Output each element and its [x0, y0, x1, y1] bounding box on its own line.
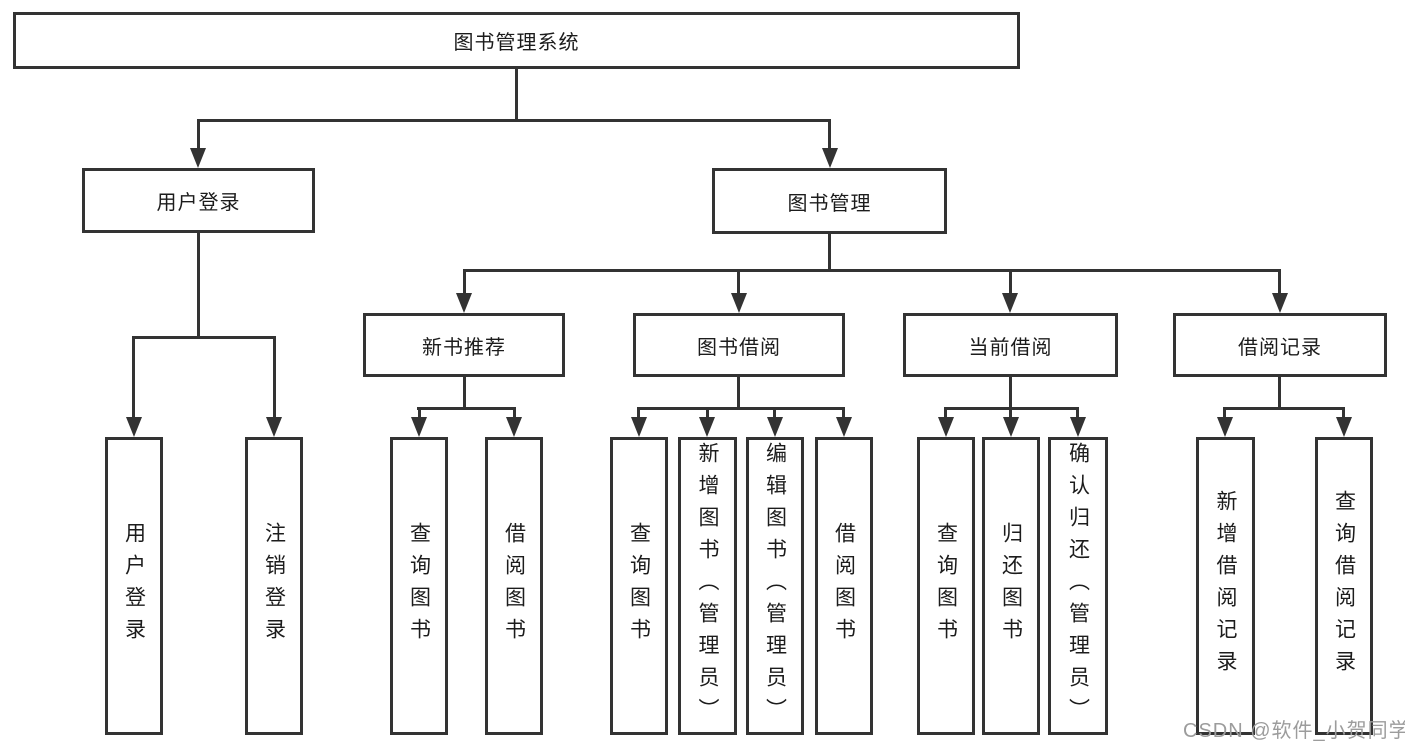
node-new-book-recommend-label: 新书推荐 [422, 336, 506, 359]
connector-leaf-drop [706, 407, 709, 419]
leaf-user-login: 用户登录 [105, 437, 163, 735]
connector-new-book-recommend-stem [463, 377, 466, 409]
connector-drop-new-book-recommend [463, 269, 466, 295]
arrowhead-icon [1272, 293, 1288, 313]
connector-leaf-drop [1342, 407, 1345, 419]
node-user-login-label: 用户登录 [156, 192, 241, 214]
leaf-recommend-query-book-label: 查询图书 [407, 522, 431, 650]
leaf-current-query-book: 查询图书 [917, 437, 975, 735]
arrowhead-icon [506, 417, 522, 437]
leaf-records-query-record: 查询借阅记录 [1315, 437, 1373, 735]
connector-leaf-drop [513, 407, 516, 419]
leaf-borrow-edit-book-label: 编辑图书（管理员） [763, 442, 787, 730]
leaf-logout-label: 注销登录 [262, 522, 286, 650]
connector-user-login-stem [197, 233, 200, 338]
connector-book-management-stem [828, 234, 831, 271]
leaf-records-query-record-label: 查询借阅记录 [1332, 490, 1356, 682]
connector-level3-rail [463, 269, 1281, 272]
leaf-current-query-book-label: 查询图书 [934, 522, 958, 650]
connector-borrowing-records-stem [1278, 377, 1281, 409]
connector-drop-user-login [197, 119, 200, 151]
node-borrowing-records: 借阅记录 [1173, 313, 1387, 377]
arrowhead-icon [938, 417, 954, 437]
connector-level1-rail [197, 119, 831, 122]
leaf-current-return-book-label: 归还图书 [999, 522, 1023, 650]
arrowhead-icon [1003, 417, 1019, 437]
leaf-user-login-label: 用户登录 [122, 522, 146, 650]
connector-borrowing-rail [637, 407, 845, 410]
connector-records-rail [1223, 407, 1345, 410]
connector-leaf-drop [773, 407, 776, 419]
node-borrowing-records-label: 借阅记录 [1238, 336, 1322, 359]
leaf-borrow-add-book: 新增图书（管理员） [678, 437, 737, 735]
node-current-borrowing-label: 当前借阅 [968, 336, 1053, 359]
node-root-label: 图书管理系统 [453, 32, 580, 54]
leaf-current-confirm-return-label: 确认归还（管理员） [1066, 442, 1090, 730]
leaf-borrow-borrow-book: 借阅图书 [815, 437, 873, 735]
arrowhead-icon [767, 417, 783, 437]
arrowhead-icon [456, 293, 472, 313]
arrowhead-icon [1002, 293, 1018, 313]
connector-leaf-drop [944, 407, 947, 419]
arrowhead-icon [631, 417, 647, 437]
leaf-borrow-query-book-label: 查询图书 [627, 522, 651, 650]
node-new-book-recommend: 新书推荐 [363, 313, 565, 377]
leaf-recommend-borrow-book-label: 借阅图书 [502, 522, 526, 650]
connector-current-borrowing-stem [1009, 377, 1012, 409]
node-book-borrowing-label: 图书借阅 [697, 336, 781, 359]
leaf-borrow-add-book-label: 新增图书（管理员） [696, 442, 719, 730]
node-current-borrowing: 当前借阅 [903, 313, 1118, 377]
arrowhead-icon [126, 417, 142, 437]
leaf-borrow-query-book: 查询图书 [610, 437, 668, 735]
arrowhead-icon [1336, 417, 1352, 437]
leaf-current-confirm-return: 确认归还（管理员） [1048, 437, 1108, 735]
arrowhead-icon [822, 148, 838, 168]
connector-leaf-drop [637, 407, 640, 419]
arrowhead-icon [1070, 417, 1086, 437]
node-book-management-label: 图书管理 [787, 192, 872, 215]
arrowhead-icon [190, 148, 206, 168]
csdn-watermark: CSDN @软件_小贺同学 [1183, 720, 1405, 742]
arrowhead-icon [731, 293, 747, 313]
leaf-borrow-edit-book: 编辑图书（管理员） [746, 437, 804, 735]
node-root: 图书管理系统 [13, 12, 1020, 69]
arrowhead-icon [836, 417, 852, 437]
connector-leaf-drop [1223, 407, 1226, 419]
connector-drop-borrowing-records [1278, 269, 1281, 295]
connector-leaf-drop [1076, 407, 1079, 419]
connector-recommend-rail [417, 407, 516, 410]
node-book-management: 图书管理 [712, 168, 947, 234]
connector-drop-current-borrowing [1009, 269, 1012, 295]
connector-book-borrowing-stem [737, 377, 740, 409]
connector-drop-book-borrowing [737, 269, 740, 295]
connector-leaf-drop [842, 407, 845, 419]
connector-drop-leaf-user-login [132, 336, 135, 419]
leaf-recommend-query-book: 查询图书 [390, 437, 448, 735]
leaf-records-add-record: 新增借阅记录 [1196, 437, 1255, 735]
node-book-borrowing: 图书借阅 [633, 313, 845, 377]
arrowhead-icon [411, 417, 427, 437]
leaf-borrow-borrow-book-label: 借阅图书 [832, 522, 856, 650]
connector-root-stem [515, 69, 518, 121]
connector-drop-book-management [828, 119, 831, 151]
connector-leaf-drop [1009, 407, 1012, 419]
connector-user-login-rail [132, 336, 276, 339]
arrowhead-icon [1217, 417, 1233, 437]
leaf-records-add-record-label: 新增借阅记录 [1214, 490, 1237, 682]
leaf-current-return-book: 归还图书 [982, 437, 1040, 735]
connector-leaf-drop [418, 407, 421, 419]
leaf-logout: 注销登录 [245, 437, 303, 735]
arrowhead-icon [699, 417, 715, 437]
leaf-recommend-borrow-book: 借阅图书 [485, 437, 543, 735]
connector-drop-leaf-logout [273, 336, 276, 419]
arrowhead-icon [266, 417, 282, 437]
node-user-login: 用户登录 [82, 168, 315, 233]
